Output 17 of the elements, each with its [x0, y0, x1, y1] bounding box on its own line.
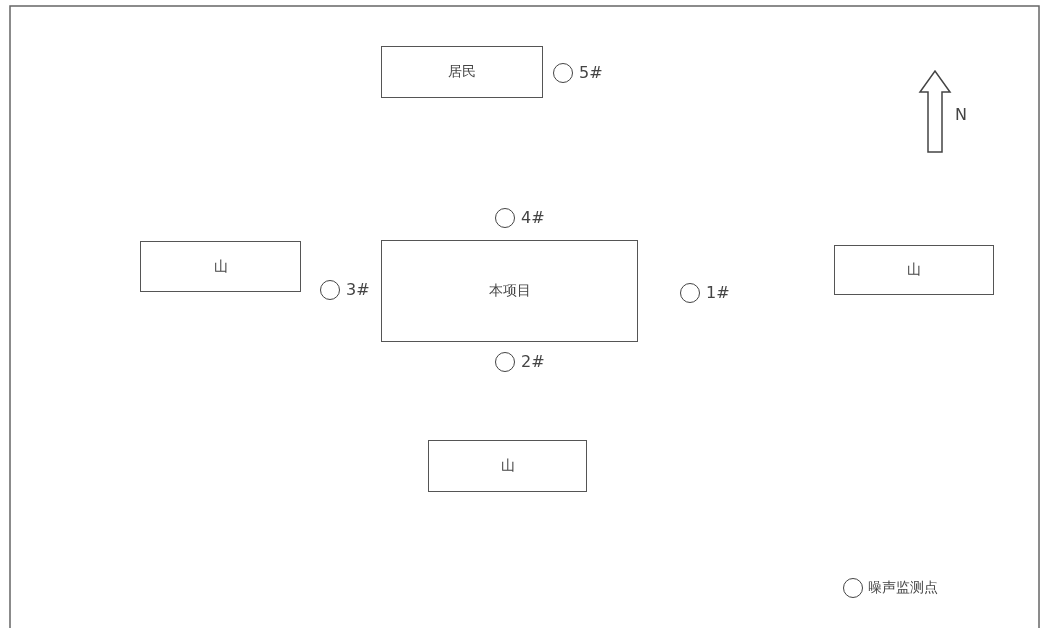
area-box: [381, 240, 638, 342]
area-box: [140, 241, 301, 292]
point-label: 3#: [346, 280, 370, 299]
area-box: [834, 245, 994, 295]
point-label: 2#: [521, 352, 545, 371]
area-label: 本项目: [488, 282, 531, 300]
area-box: [428, 440, 587, 492]
area-box: [381, 46, 543, 98]
area-label: 山: [500, 457, 515, 475]
north-label: N: [955, 105, 967, 124]
area-label: 山: [907, 261, 921, 279]
point-label: 5#: [579, 63, 603, 82]
point-label: 4#: [521, 208, 545, 227]
area-label: 居民: [448, 63, 476, 81]
legend-label: 噪声监测点: [868, 579, 938, 597]
point-label: 1#: [706, 283, 730, 302]
area-label: 山: [213, 257, 228, 276]
